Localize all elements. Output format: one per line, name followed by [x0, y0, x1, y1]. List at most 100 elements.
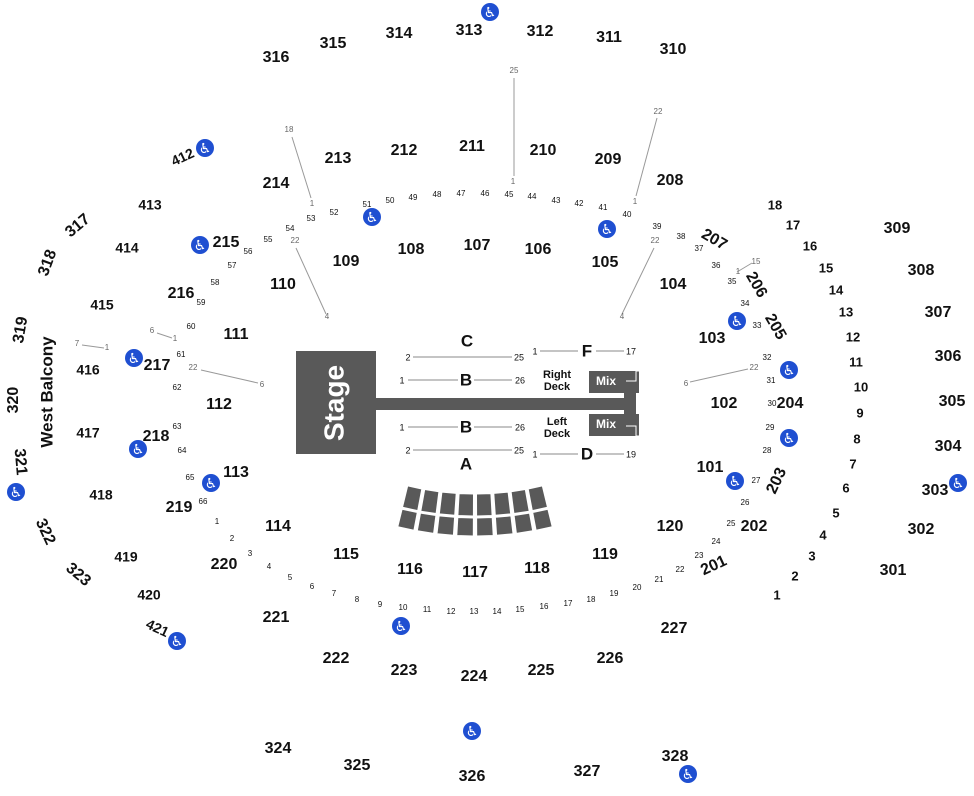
section-label[interactable]: 214: [263, 175, 290, 192]
section-label[interactable]: 415: [90, 297, 114, 313]
section-A[interactable]: A: [460, 454, 472, 473]
section-label[interactable]: 7: [849, 456, 856, 471]
section-label[interactable]: 311: [596, 29, 622, 46]
section-label[interactable]: 113: [223, 464, 249, 481]
section-label[interactable]: 203: [763, 465, 790, 496]
section-label[interactable]: 1: [773, 587, 780, 602]
riser-block[interactable]: [420, 488, 440, 515]
section-label[interactable]: 209: [595, 151, 622, 168]
section-label[interactable]: 12: [846, 329, 860, 344]
section-label[interactable]: 412: [168, 145, 196, 169]
section-label[interactable]: 210: [530, 142, 557, 159]
section-label[interactable]: 413: [138, 197, 162, 213]
section-label[interactable]: 111: [224, 326, 249, 343]
section-label[interactable]: 6: [842, 480, 849, 495]
section-label[interactable]: 215: [213, 234, 240, 251]
section-label[interactable]: 107: [464, 237, 491, 254]
section-label[interactable]: 216: [168, 285, 195, 302]
section-label[interactable]: 317: [62, 211, 93, 241]
section-label[interactable]: 5: [832, 505, 839, 520]
section-label[interactable]: 224: [461, 668, 488, 685]
section-label[interactable]: 306: [935, 348, 962, 365]
section-label[interactable]: 102: [711, 395, 738, 412]
riser-block[interactable]: [416, 512, 437, 534]
section-label[interactable]: 321: [11, 448, 30, 476]
section-label[interactable]: 421: [144, 616, 172, 640]
section-label[interactable]: 320: [5, 387, 22, 414]
section-label[interactable]: 221: [263, 609, 290, 626]
section-label[interactable]: 309: [884, 220, 911, 237]
section-label[interactable]: 219: [166, 499, 193, 516]
riser-block[interactable]: [401, 485, 423, 512]
section-label[interactable]: 414: [115, 240, 139, 256]
section-label[interactable]: 8: [853, 431, 860, 446]
section-label[interactable]: 13: [839, 304, 853, 319]
section-label[interactable]: 4: [819, 527, 827, 542]
section-label[interactable]: 2: [791, 568, 798, 583]
section-label[interactable]: 301: [880, 562, 907, 579]
section-label[interactable]: 206: [742, 269, 770, 301]
section-label[interactable]: 110: [270, 276, 296, 293]
section-label[interactable]: 222: [323, 650, 350, 667]
section-label[interactable]: 225: [528, 662, 555, 679]
riser-block[interactable]: [493, 491, 512, 516]
riser-block[interactable]: [494, 515, 514, 536]
section-label[interactable]: 223: [391, 662, 418, 679]
section-label[interactable]: 420: [137, 587, 161, 603]
section-label[interactable]: 3: [808, 548, 815, 563]
section-label[interactable]: 314: [386, 25, 413, 42]
section-label[interactable]: 327: [574, 763, 601, 780]
section-label[interactable]: 117: [462, 564, 488, 581]
section-label[interactable]: 218: [143, 428, 170, 445]
section-label[interactable]: 213: [325, 150, 352, 167]
section-label[interactable]: 109: [333, 253, 360, 270]
riser-block[interactable]: [527, 485, 549, 512]
section-label[interactable]: 15: [819, 260, 833, 275]
section-label[interactable]: 328: [662, 748, 689, 765]
section-F[interactable]: F: [582, 341, 592, 360]
riser-block[interactable]: [438, 491, 457, 516]
section-label[interactable]: 118: [524, 560, 550, 577]
section-label[interactable]: 103: [699, 330, 726, 347]
stage[interactable]: [296, 351, 376, 454]
section-label[interactable]: 14: [829, 282, 844, 297]
section-label[interactable]: 418: [89, 487, 113, 503]
section-label[interactable]: 105: [592, 254, 619, 271]
section-label[interactable]: 319: [10, 315, 31, 344]
section-label[interactable]: 116: [397, 561, 423, 578]
section-label[interactable]: 322: [32, 516, 59, 547]
section-label[interactable]: 115: [333, 546, 359, 563]
riser-block[interactable]: [457, 493, 475, 517]
riser-block[interactable]: [532, 508, 553, 531]
section-label[interactable]: 101: [697, 459, 724, 476]
section-label[interactable]: 204: [777, 395, 804, 412]
section-label[interactable]: 208: [657, 172, 684, 189]
section-D[interactable]: D: [581, 444, 593, 463]
mix-booth-right[interactable]: [589, 371, 639, 393]
section-label[interactable]: 417: [76, 425, 100, 441]
section-label[interactable]: 205: [761, 311, 789, 343]
section-label[interactable]: 308: [908, 262, 935, 279]
section-label[interactable]: 323: [62, 560, 93, 590]
section-label[interactable]: 227: [661, 620, 688, 637]
section-label[interactable]: 17: [786, 217, 800, 232]
section-label[interactable]: 324: [265, 740, 292, 757]
riser-block[interactable]: [476, 516, 494, 537]
section-label[interactable]: 310: [660, 41, 687, 58]
section-label[interactable]: 316: [263, 49, 290, 66]
section-label[interactable]: 325: [344, 757, 371, 774]
section-label[interactable]: 318: [35, 247, 60, 278]
riser-block[interactable]: [513, 512, 534, 534]
section-label[interactable]: 419: [114, 549, 138, 565]
section-label[interactable]: 18: [768, 197, 782, 212]
section-label[interactable]: 119: [592, 546, 618, 563]
section-label[interactable]: 226: [597, 650, 624, 667]
section-label[interactable]: 303: [922, 482, 949, 499]
section-label[interactable]: 217: [144, 357, 171, 374]
section-label[interactable]: 212: [391, 142, 418, 159]
section-B-lower[interactable]: B: [460, 417, 472, 436]
section-label[interactable]: 108: [398, 241, 425, 258]
section-B-upper[interactable]: B: [460, 370, 472, 389]
section-label[interactable]: 10: [854, 379, 868, 394]
riser-block[interactable]: [510, 488, 530, 515]
